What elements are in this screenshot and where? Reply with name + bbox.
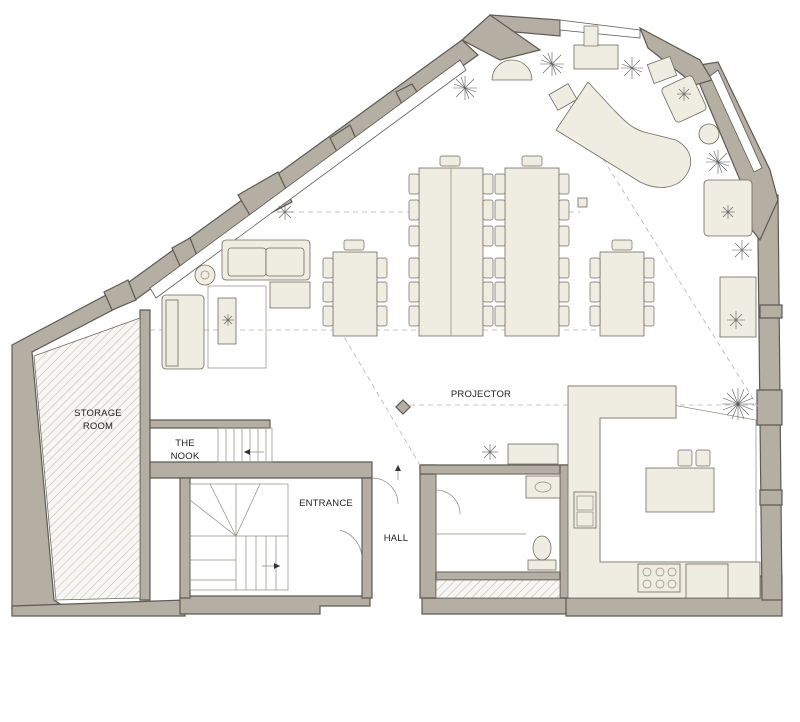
east-pier-1 [759, 304, 783, 319]
nw-pier-3 [237, 171, 293, 223]
nw-pier-5 [103, 279, 137, 311]
bath-wall-top [419, 464, 571, 475]
northeast-wall [699, 61, 779, 242]
entrance-stairs [189, 483, 289, 591]
storage-room-label-line2: ROOM [83, 421, 113, 432]
plant-icon [721, 205, 735, 219]
plant-icon [453, 76, 477, 100]
projector-label: PROJECTOR [451, 389, 511, 400]
fridge [685, 563, 729, 599]
bath-shelf [507, 443, 559, 465]
cabinet-right [719, 276, 757, 338]
room-labels: STORAGE ROOM THE NOOK ENTRANCE HALL PROJ… [74, 389, 511, 544]
nook-wall-top [149, 419, 271, 429]
entrance-wall-left [179, 477, 191, 599]
dining-tables [332, 167, 645, 337]
exterior-walls [11, 14, 783, 617]
kitchen-l-counter [567, 385, 761, 599]
south-wall-2 [179, 595, 371, 615]
dining-table-3 [504, 167, 560, 337]
plant-icon [706, 150, 730, 174]
bath-sink [525, 475, 561, 499]
north-wall-east [638, 26, 713, 86]
bath-duct [435, 579, 561, 599]
bench-top [573, 44, 619, 70]
south-wall-3 [421, 597, 571, 615]
storage-floor [33, 317, 141, 601]
dining-table-4 [599, 251, 645, 337]
plant-icon [677, 87, 691, 101]
windows [149, 19, 763, 299]
dining-chairs [322, 155, 655, 327]
plant-icon [621, 57, 643, 79]
entrance-label: ENTRANCE [299, 498, 353, 509]
hall-label: HALL [384, 533, 409, 544]
north-corner [460, 14, 542, 61]
storage-room-label-line1: STORAGE [74, 408, 122, 419]
island [645, 467, 715, 513]
doors [339, 465, 461, 561]
plant-icon [727, 311, 745, 329]
nook-stairs [217, 427, 273, 463]
plant-icon [732, 240, 752, 260]
plant-icon [277, 204, 293, 220]
storage-wall [139, 309, 151, 601]
arched-window-seat [491, 59, 533, 81]
lounge [161, 239, 311, 370]
bath-wall-left [419, 464, 437, 599]
nook-label-line2: NOOK [171, 451, 200, 462]
east-pier-2 [756, 389, 783, 426]
entrance-wall-right [361, 477, 373, 599]
east-pier-3 [759, 489, 783, 506]
round-table [698, 123, 720, 145]
piano-area [491, 25, 757, 338]
bath-wall-bottom [435, 571, 561, 581]
plant-icon [482, 444, 498, 460]
toilet-cistern [527, 559, 557, 571]
stairs [189, 427, 289, 591]
plants [222, 52, 754, 460]
side-table-top [646, 55, 678, 85]
column [395, 399, 411, 415]
nook-wall-bottom [149, 461, 373, 479]
plant-icon [540, 52, 564, 76]
nook-label-line1: THE [175, 438, 195, 449]
side-table [194, 264, 216, 286]
bathroom [435, 443, 561, 573]
plant-icon [722, 388, 754, 420]
grand-piano [555, 81, 692, 188]
kitchen [567, 385, 761, 599]
toilet [532, 535, 552, 561]
piano-bench [548, 83, 578, 111]
interior-walls [139, 309, 571, 601]
dining-table-1 [332, 251, 378, 337]
south-wall [11, 599, 186, 617]
ottoman [269, 281, 311, 309]
rug [207, 285, 267, 369]
plant-icon [222, 314, 234, 326]
